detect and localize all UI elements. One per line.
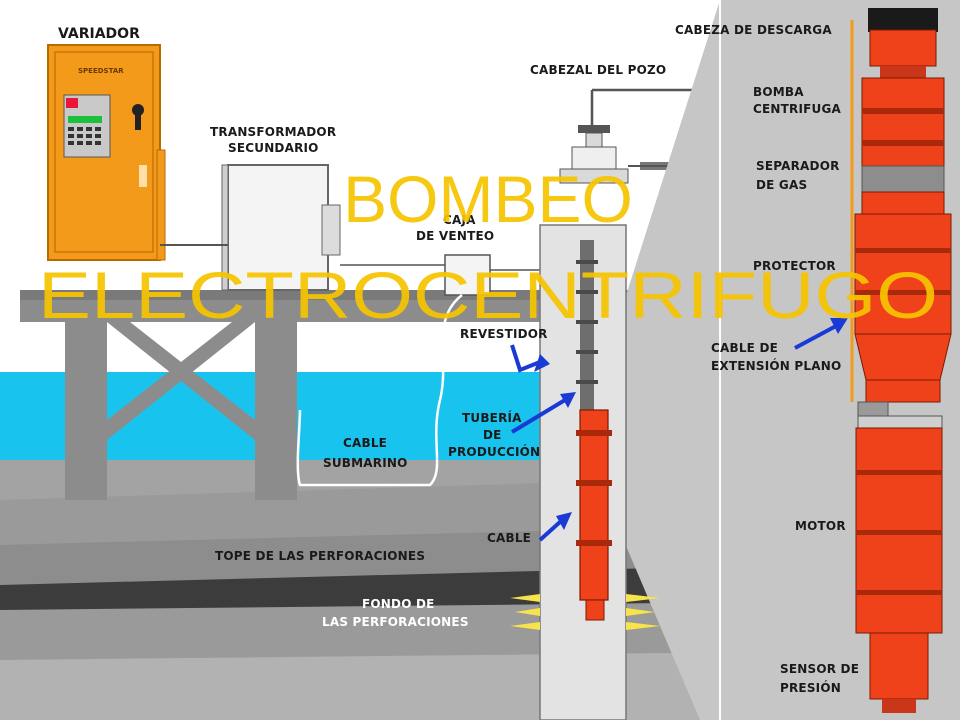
venting-box bbox=[444, 254, 491, 296]
zoom-neck-1 bbox=[880, 66, 926, 78]
zoom-sensor bbox=[869, 632, 929, 700]
arrow-tuberia-shaft bbox=[510, 398, 567, 434]
variador-panel: SPEEDSTAR bbox=[47, 44, 166, 261]
zoom-bomba-joint-1 bbox=[862, 108, 944, 114]
panel-brand: SPEEDSTAR bbox=[78, 67, 124, 75]
wellhead-valve bbox=[585, 132, 603, 148]
perforations bbox=[510, 594, 660, 630]
zoom-protector bbox=[854, 213, 952, 335]
zoom-neck-2 bbox=[865, 379, 941, 403]
label-bomba-1: BOMBA bbox=[753, 85, 804, 99]
transformer-side bbox=[221, 164, 229, 291]
zoom-motor-joint-3 bbox=[856, 590, 942, 595]
tubing-couplings bbox=[576, 260, 598, 384]
label-sensor-1: SENSOR DE bbox=[780, 662, 859, 676]
label-fondo-2: LAS PERFORACIONES bbox=[322, 615, 469, 629]
label-sensor-2: PRESIÓN bbox=[780, 680, 841, 695]
label-tuberia-1: TUBERÍA bbox=[462, 410, 522, 425]
platform-leg-2 bbox=[255, 322, 297, 500]
esp-zoom-assembly bbox=[850, 8, 952, 713]
label-cabeza-descarga: CABEZA DE DESCARGA bbox=[675, 23, 832, 37]
variador-handle-bar bbox=[135, 112, 141, 130]
arrow-revestidor-shaft bbox=[510, 344, 541, 373]
zoom-sensor-tip bbox=[882, 699, 916, 713]
platform-brace-2 bbox=[107, 322, 255, 440]
label-cable: CABLE bbox=[487, 531, 531, 545]
wellhead-flange bbox=[559, 168, 629, 184]
title-line-2: ELECTROCENTRIFUGO bbox=[38, 258, 938, 332]
zoom-motor-joint-2 bbox=[856, 530, 942, 535]
variador-door bbox=[54, 51, 154, 253]
variador-red-light bbox=[66, 98, 78, 108]
zoom-cabeza-descarga bbox=[869, 29, 937, 67]
variador-green-display bbox=[68, 116, 102, 123]
arrow-cable-extension bbox=[794, 318, 848, 350]
label-fondo-1: FONDO DE bbox=[362, 597, 435, 611]
arrow-cable-shaft bbox=[538, 520, 562, 542]
label-caja-venteo-1: CAJA bbox=[443, 213, 476, 227]
arrow-revestidor-head bbox=[534, 354, 550, 372]
label-caja-venteo-2: DE VENTEO bbox=[416, 229, 494, 243]
label-separador-1: SEPARADOR bbox=[756, 159, 840, 173]
zoom-bomba-joint-2 bbox=[862, 140, 944, 146]
zoom-bomba bbox=[861, 77, 945, 167]
label-protector: PROTECTOR bbox=[753, 259, 836, 273]
label-cable-ext-2: EXTENSIÓN PLANO bbox=[711, 358, 841, 373]
label-revestidor: REVESTIDOR bbox=[460, 327, 548, 341]
zoom-protector-joint-1 bbox=[855, 248, 951, 253]
transformer-fins bbox=[321, 204, 341, 256]
zoom-cone bbox=[615, 0, 720, 720]
cable-submarino-line bbox=[296, 294, 463, 487]
label-bomba-2: CENTRIFUGA bbox=[753, 102, 842, 116]
zoom-protector-joint-2 bbox=[855, 290, 951, 295]
zoom-separador-body bbox=[861, 191, 945, 215]
zoom-taper bbox=[854, 333, 952, 381]
esp-sensor-small bbox=[585, 599, 605, 621]
zoom-cabeza-descarga-top bbox=[868, 8, 938, 32]
arrow-cable-ext-shaft bbox=[794, 324, 837, 350]
zoom-pothead bbox=[857, 401, 889, 417]
variador-conduit bbox=[156, 149, 166, 261]
esp-coupling-1 bbox=[576, 430, 612, 436]
label-cable-ext-1: CABLE DE bbox=[711, 341, 778, 355]
label-tope: TOPE DE LAS PERFORACIONES bbox=[215, 549, 425, 563]
label-transformador-1: TRANSFORMADOR bbox=[210, 125, 336, 139]
arrows-well bbox=[510, 344, 576, 542]
zoom-motor-joint-1 bbox=[856, 470, 942, 475]
zoom-motor-head bbox=[857, 415, 943, 429]
platform-deck bbox=[20, 300, 660, 322]
esp-string-small bbox=[579, 409, 609, 601]
platform-deck-top bbox=[20, 290, 660, 300]
arrow-tuberia-head bbox=[560, 392, 576, 408]
title-line-1: BOMBEO bbox=[343, 162, 633, 236]
esp-coupling-3 bbox=[576, 540, 612, 546]
arrow-cable-head bbox=[556, 512, 572, 530]
label-cable-submarino-2: SUBMARINO bbox=[323, 456, 408, 470]
arrow-cable-ext-head bbox=[830, 318, 848, 334]
label-motor: MOTOR bbox=[795, 519, 846, 533]
wellhead-valve-handle bbox=[578, 125, 610, 133]
label-tuberia-2: DE bbox=[483, 428, 502, 442]
variador-latch bbox=[139, 165, 147, 187]
label-transformador-2: SECUNDARIO bbox=[228, 141, 319, 155]
platform-leg-1 bbox=[65, 322, 107, 500]
offshore-platform bbox=[20, 290, 660, 500]
variador-keypad bbox=[68, 127, 101, 145]
production-tubing bbox=[580, 240, 594, 420]
esp-coupling-2 bbox=[576, 480, 612, 486]
pozo bbox=[539, 224, 627, 720]
label-tuberia-3: PRODUCCIÓN bbox=[448, 444, 540, 459]
label-cable-submarino-1: CABLE bbox=[343, 436, 387, 450]
label-variador: VARIADOR bbox=[58, 26, 140, 42]
label-cabezal: CABEZAL DEL POZO bbox=[530, 63, 666, 77]
caja-venteo bbox=[340, 254, 545, 296]
zoom-separador bbox=[861, 165, 945, 193]
transformador bbox=[160, 164, 341, 291]
label-separador-2: DE GAS bbox=[756, 178, 807, 192]
